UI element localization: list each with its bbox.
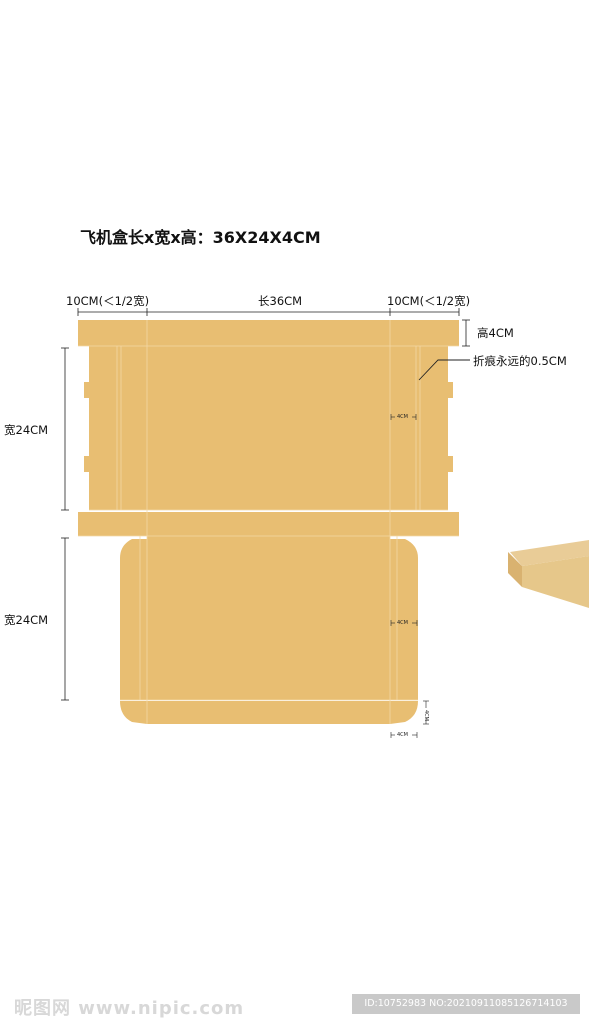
- right-flap-label: 10CM(＜1/2宽): [387, 294, 471, 308]
- fold-lines: [78, 320, 459, 724]
- crease-label: 折痕永远的0.5CM: [473, 354, 567, 368]
- middle-height-strip: [78, 512, 459, 536]
- diagram-title: 飞机盒长x宽x高：36X24X4CM: [80, 228, 321, 247]
- small-4cm-label-d: 4CM: [397, 732, 408, 738]
- top-dimension-line: [77, 308, 460, 316]
- crease-leader: [418, 359, 470, 381]
- bottom-tuck-flap: [120, 701, 418, 724]
- top-height-strip: [78, 320, 459, 346]
- tab-left-1: [84, 382, 89, 398]
- lid-center-panel: [147, 346, 390, 510]
- tab-left-2: [84, 456, 89, 472]
- lid-left-flap: [89, 346, 147, 510]
- width-bottom-label: 宽24CM: [4, 613, 49, 627]
- tab-right-2: [448, 456, 453, 472]
- width-bottom-dimension-line: [61, 537, 69, 701]
- small-4cm-markers: [390, 414, 429, 738]
- height-label: 高4CM: [477, 326, 514, 340]
- small-4cm-label-c: 4CM: [423, 710, 429, 721]
- width-top-label: 宽24CM: [4, 423, 49, 437]
- small-4cm-label-b: 4CM: [397, 620, 408, 626]
- height-dimension-line: [462, 319, 470, 347]
- width-top-dimension-line: [61, 347, 69, 511]
- tab-right-1: [448, 382, 453, 398]
- bottom-panel: [120, 536, 418, 700]
- watermark-id: ID:10752983 NO:20210911085126714103: [352, 994, 580, 1014]
- left-flap-label: 10CM(＜1/2宽): [66, 294, 150, 308]
- box-3d-corner: [508, 540, 589, 608]
- length-label: 长36CM: [258, 294, 303, 308]
- small-4cm-label-a: 4CM: [397, 414, 408, 420]
- lid-right-flap: [390, 346, 448, 510]
- watermark-logo: 昵图网 www.nipic.com: [14, 998, 245, 1019]
